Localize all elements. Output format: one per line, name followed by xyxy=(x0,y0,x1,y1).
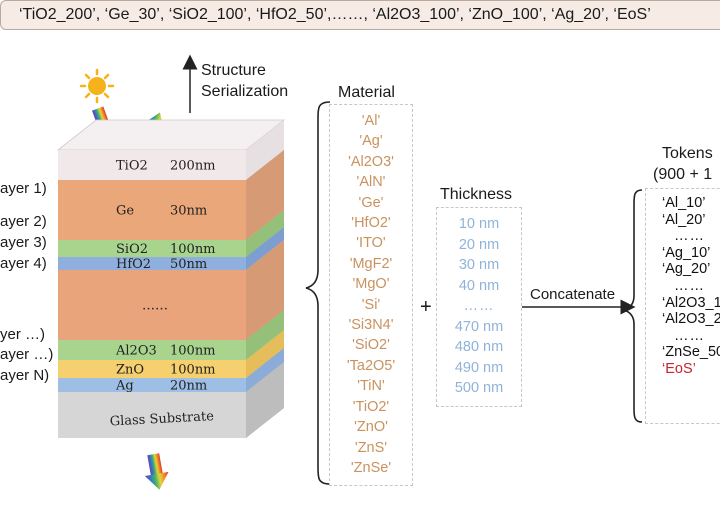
stack-layer xyxy=(58,340,246,360)
token-item: …… xyxy=(674,327,705,344)
material-item: 'Ge' xyxy=(358,194,384,211)
material-item: 'Si3N4' xyxy=(348,317,394,334)
material-item: 'Si' xyxy=(361,296,381,313)
structure-serialization-label: Structure Serialization xyxy=(201,62,289,100)
thickness-item: 470 nm xyxy=(454,318,504,335)
material-brace xyxy=(305,101,331,485)
material-item: 'ZnSe' xyxy=(350,459,392,476)
token-item: ‘Al2O3_2 xyxy=(662,311,720,328)
thickness-item: 490 nm xyxy=(454,359,504,376)
material-item: 'Al2O3' xyxy=(348,153,394,170)
material-item: 'TiN' xyxy=(357,378,385,395)
token-item: ‘Ag_10’ xyxy=(662,244,711,261)
transmitted-light-arrow-icon xyxy=(144,453,169,490)
material-list: 'Al' 'Ag' 'Al2O3' 'AlN' 'Ge' 'HfO2' 'ITO' 'MgF2… xyxy=(330,105,412,478)
token-item: ‘Ag_20’ xyxy=(662,261,711,278)
tokens-brace xyxy=(621,189,643,423)
tokens-title: Tokens xyxy=(662,145,713,162)
material-title: Material xyxy=(338,84,395,101)
layer-name: Glass Substrate xyxy=(109,409,214,429)
stack-layer xyxy=(58,240,246,257)
token-sequence-banner: ‘TiO2_200’, ‘Ge_30’, ‘SiO2_100’, ‘HfO2_5… xyxy=(0,0,720,30)
plus-sign: + xyxy=(420,296,432,318)
thickness-item: 10 nm xyxy=(458,216,500,232)
layer-name: ZnO xyxy=(116,363,144,378)
sun-icon xyxy=(79,68,115,104)
material-box: 'Al' 'Ag' 'Al2O3' 'AlN' 'Ge' 'HfO2' 'ITO' 'MgF2… xyxy=(329,104,413,486)
material-item: 'SiO2' xyxy=(352,337,390,354)
layer-label-4: ayer 4) xyxy=(0,255,47,272)
layer-thickness: 200nm xyxy=(170,159,216,174)
tokens-count: (900 + 1 xyxy=(653,166,713,183)
material-item: 'MgO' xyxy=(352,276,390,293)
thickness-item: …… xyxy=(463,298,495,314)
material-item: 'Ta2O5' xyxy=(346,357,396,374)
layer-thickness: 20nm xyxy=(170,379,207,394)
layer-thickness: 100nm xyxy=(170,344,216,359)
layer-name: Ge xyxy=(116,204,134,219)
material-item: 'AlN' xyxy=(356,174,386,191)
material-item: 'ZnO' xyxy=(354,419,388,436)
thickness-box: 10 nm 20 nm 30 nm 40 nm …… 470 nm 480 nm 490 nm… xyxy=(436,207,522,407)
token-list: ‘Al_10’‘Al_20’……‘Ag_10’‘Ag_20’……‘Al2O3_1… xyxy=(646,189,720,378)
token-item: ‘Al_10’ xyxy=(662,195,706,211)
material-item: 'MgF2' xyxy=(349,255,393,272)
token-item: …… xyxy=(674,277,705,294)
stack-layer xyxy=(58,270,246,340)
layer-thickness: 50nm xyxy=(170,257,207,272)
thickness-item: 480 nm xyxy=(454,339,504,355)
layer-name: HfO2 xyxy=(116,257,151,272)
concatenate-label: Concatenate xyxy=(530,286,616,303)
layer-label-n: ayer N) xyxy=(0,367,50,384)
multilayer-stack xyxy=(56,119,286,438)
thickness-list: 10 nm 20 nm 30 nm 40 nm …… 470 nm 480 nm 490 nm… xyxy=(437,208,521,399)
thickness-title: Thickness xyxy=(440,186,513,203)
layer-label-2: ayer 2) xyxy=(0,213,47,230)
layer-name: Al2O3 xyxy=(115,344,157,359)
thickness-item: 40 nm xyxy=(458,277,500,294)
layer-name: TiO2 xyxy=(116,159,148,174)
layer-name: SiO2 xyxy=(116,242,148,257)
layer-thickness: 100nm xyxy=(170,242,216,257)
material-item: 'Ag' xyxy=(359,133,383,150)
stack-layer xyxy=(58,392,246,438)
token-item: ‘ZnSe_50 xyxy=(662,344,720,361)
stack-layer xyxy=(58,360,246,378)
token-item: ‘EoS’ xyxy=(662,360,696,377)
layer-name: Ag xyxy=(115,379,134,394)
layer-thickness: 100nm xyxy=(170,363,216,378)
layer-label-ellipsis-2: ayer …) xyxy=(0,346,54,363)
thickness-item: 500 nm xyxy=(454,380,504,396)
layer-label-1: ayer 1) xyxy=(0,180,47,197)
layer-label-3: ayer 3) xyxy=(0,234,47,251)
stack-layer xyxy=(58,257,246,270)
thickness-item: 30 nm xyxy=(458,257,500,273)
tokens-box: ‘Al_10’‘Al_20’……‘Ag_10’‘Ag_20’……‘Al2O3_1… xyxy=(645,188,720,424)
token-item: …… xyxy=(674,228,705,245)
layer-name: …… xyxy=(142,299,168,314)
material-item: 'HfO2' xyxy=(351,215,391,232)
material-item: 'TiO2' xyxy=(352,398,390,415)
token-item: ‘Al2O3_1 xyxy=(662,294,720,311)
thickness-item: 20 nm xyxy=(458,236,500,253)
material-item: 'ITO' xyxy=(356,235,386,252)
stack-layer xyxy=(58,180,246,240)
layer-thickness: 30nm xyxy=(170,204,207,219)
material-item: 'Al' xyxy=(361,113,381,129)
token-item: ‘Al_20’ xyxy=(662,211,706,228)
stack-layer xyxy=(58,378,246,392)
layer-label-ellipsis-1: yer …) xyxy=(0,326,45,343)
material-item: 'ZnS' xyxy=(354,439,388,456)
stack-layer xyxy=(58,150,246,180)
